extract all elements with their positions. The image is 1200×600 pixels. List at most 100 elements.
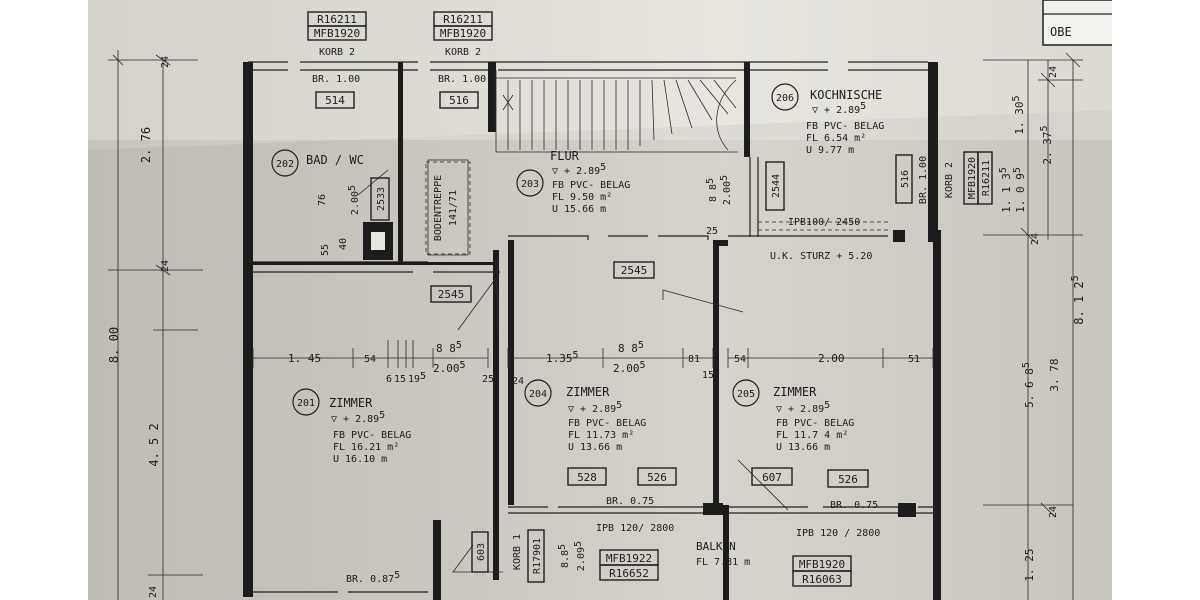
room-number: 206 (776, 93, 794, 104)
horizontal-dimensions: 1. 45 54 6 15 195 8 85 2.005 25 1.355 8 … (252, 340, 934, 387)
title-block-text: OBE (1050, 25, 1072, 39)
room-fb: FB PVC- BELAG (806, 121, 884, 132)
beam-ipb: IPB100/ 2450 (788, 217, 860, 228)
room-fl: FL 11.73 m² (568, 430, 634, 441)
tag-ref: R16211 (981, 160, 992, 196)
door-tag: 514 (325, 94, 345, 107)
tag-ref: R16211 (443, 13, 483, 26)
top-tag-left: R16211 MFB1920 KORB 2 (307, 11, 367, 58)
dim-left-small-bot: 24 (148, 586, 159, 598)
dim-40: 40 (338, 238, 349, 250)
door-width: BR. 0.75 (830, 500, 878, 511)
tag-mfb: MFB1920 (440, 27, 486, 40)
room-u: U 13.66 m (776, 442, 830, 453)
room-level: ▽ + 2.895 (776, 400, 830, 415)
room-number: 202 (276, 159, 294, 170)
room-number: 201 (297, 398, 315, 409)
room-fb: FB PVC- BELAG (333, 430, 411, 441)
top-tag-right: R16211 MFB1920 KORB 2 (433, 11, 493, 58)
room-level: ▽ + 2.895 (552, 162, 606, 177)
tag-607: 607 (762, 471, 782, 484)
tag-ref: R17901 (532, 538, 543, 574)
room-u: U 15.66 m (552, 204, 606, 215)
dim-25: 25 (706, 226, 718, 237)
dim-25: 25 (482, 374, 494, 385)
dim-54: 54 (734, 354, 746, 365)
tag-korb: KORB 2 (319, 47, 355, 58)
room-201: 201 ZIMMER ▽ + 2.895 FB PVC- BELAG FL 16… (292, 388, 411, 585)
room-name: ZIMMER (329, 396, 373, 410)
beam-sturz: U.K. STURZ + 5.20 (770, 251, 872, 262)
room-u: U 9.77 m (806, 145, 854, 156)
door-width: BR. 1.00 (438, 74, 486, 85)
right-dimensions: 8. 1 25 1. 305 2. 375 1. 1 35 1. 0 95 5.… (983, 52, 1086, 600)
door-width: BR. 1.00 (918, 156, 929, 204)
dim-200: 2.005 (719, 175, 733, 205)
room-u: U 13.66 m (568, 442, 622, 453)
dim-51: 51 (908, 354, 920, 365)
dim-200: 2.005 (347, 185, 361, 215)
dim-81: 81 (688, 354, 700, 365)
dim-200: 2.005 (613, 360, 646, 375)
tag-ref: R16211 (317, 13, 357, 26)
dim-76: 76 (317, 194, 328, 206)
room-level: ▽ + 2.895 (331, 410, 385, 425)
dim-left-small-top: 24 (160, 56, 171, 68)
bodentreppe-size: 141/71 (448, 190, 459, 226)
room-name: ZIMMER (566, 385, 610, 399)
title-block: OBE (1042, 0, 1112, 46)
dim-left-upper: 2. 76 (139, 127, 153, 163)
room-name: BAD / WC (306, 153, 364, 167)
walls (243, 61, 941, 600)
partitions (357, 159, 469, 260)
dim-200: 2.005 (433, 360, 466, 375)
dim-right-small-bot: 24 (1048, 506, 1059, 518)
dim-right-e: 5. 6 85 (1021, 362, 1036, 408)
room-fl: FL 11.7 4 m² (776, 430, 848, 441)
stair-treads (502, 79, 737, 151)
bodentreppe-label: BODENTREPPE (433, 175, 444, 241)
tag-ref: R16652 (609, 567, 649, 580)
tag-korb: KORB 2 (445, 47, 481, 58)
room-204: 204 ZIMMER ▽ + 2.895 FB PVC- BELAG FL 11… (524, 379, 677, 507)
balkon-name: BALKON (696, 540, 736, 553)
door-width: BR. 1.00 (312, 74, 360, 85)
room-number: 204 (529, 389, 547, 400)
tag-mfb: MFB1920 (314, 27, 360, 40)
balkon-area: IPB 120/ 2800 IPB 120 / 2800 BALKON FL 7… (471, 523, 880, 587)
dim-right-f: 3. 78 (1048, 358, 1061, 391)
door-tag: 516 (900, 170, 911, 188)
dim-209: 2.095 (573, 541, 587, 571)
tag-mfb: MFB1922 (606, 552, 652, 565)
beam-ipb: IPB 120 / 2800 (796, 528, 880, 539)
left-dimensions: 8. 00 2. 76 4. 5 2 24 24 24 (107, 50, 203, 600)
dim-right-small-top: 24 (1048, 66, 1059, 78)
dim-24: 24 (512, 376, 524, 387)
room-name: KOCHNISCHE (810, 88, 882, 102)
dim-right-outer: 8. 1 25 (1070, 275, 1086, 324)
room-fl: FL 6.54 m² (806, 133, 866, 144)
dim-left-small-mid: 24 (160, 260, 171, 272)
dim-88: 8 85 (618, 340, 644, 355)
room-fb: FB PVC- BELAG (568, 418, 646, 429)
tag-526: 526 (647, 471, 667, 484)
room-name: FLUR (550, 149, 580, 163)
tag-2533: 2533 (376, 187, 387, 211)
beam-ipb: IPB 120/ 2800 (596, 523, 674, 534)
dim-right-g: 1. 25 (1023, 548, 1036, 581)
korb-label: KORB 2 (944, 162, 955, 198)
dim-88: 8 85 (705, 178, 719, 202)
room-fl: FL 16.21 m² (333, 442, 399, 453)
room-fb: FB PVC- BELAG (552, 180, 630, 191)
tag-mfb: MFB1920 (799, 558, 845, 571)
dim-200: 2.00 (818, 352, 845, 365)
tag-2545: 2545 (438, 288, 465, 301)
room-u: U 16.10 m (333, 454, 387, 465)
room-fb: FB PVC- BELAG (776, 418, 854, 429)
dim-55: 55 (320, 244, 331, 256)
korb-label: KORB 1 (512, 534, 523, 570)
tag-mfb: MFB1920 (967, 157, 978, 199)
tag-526: 526 (838, 473, 858, 486)
dim-left-outer: 8. 00 (107, 327, 121, 363)
room-206: 206 KOCHNISCHE ▽ + 2.895 FB PVC- BELAG F… (771, 83, 993, 205)
